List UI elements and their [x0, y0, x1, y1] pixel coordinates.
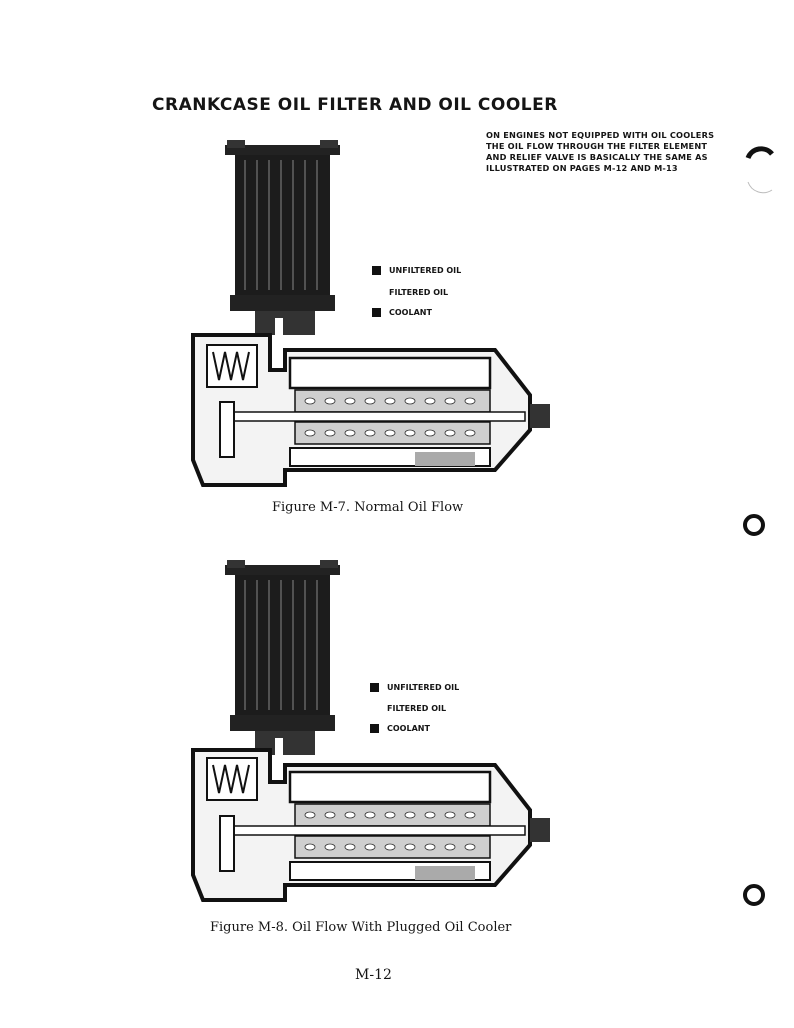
legend-swatch	[370, 723, 379, 733]
punch-hole-top	[745, 146, 774, 194]
legend-item-filtered-oil: FILTERED OIL	[370, 702, 446, 714]
legend-swatch	[372, 288, 381, 297]
legend-label: FILTERED OIL	[389, 287, 449, 297]
legend-item-filtered-oil: FILTERED OIL	[372, 286, 448, 298]
legend-label: UNFILTERED OIL	[389, 265, 462, 275]
legend-swatch	[370, 704, 379, 713]
punch-hole-bottom	[743, 884, 765, 906]
legend-item-coolant: COOLANT	[370, 722, 430, 734]
figure-m8-diagram	[191, 560, 550, 902]
page-number: M-12	[355, 967, 392, 983]
legend-swatch	[372, 307, 381, 317]
oil-filter-canister	[225, 140, 340, 338]
legend-label: COOLANT	[389, 307, 432, 317]
legend-item-coolant: COOLANT	[372, 306, 432, 318]
oil-cooler-housing	[191, 333, 550, 487]
figure-m7-caption: Figure M-7. Normal Oil Flow	[272, 500, 464, 515]
figure-m7-diagram	[191, 140, 550, 487]
legend-label: COOLANT	[387, 723, 430, 733]
oil-filter-canister	[225, 560, 340, 758]
figure-m8-caption: Figure M-8. Oil Flow With Plugged Oil Co…	[210, 920, 512, 935]
cooler-note: ON ENGINES NOT EQUIPPED WITH OIL COOLERS…	[486, 130, 715, 173]
punch-hole-middle	[743, 514, 765, 536]
legend-swatch	[370, 682, 379, 692]
legend-item-unfiltered-oil: UNFILTERED OIL	[372, 264, 461, 276]
oil-cooler-housing	[191, 748, 550, 902]
legend-label: FILTERED OIL	[387, 703, 447, 713]
page-title: CRANKCASE OIL FILTER AND OIL COOLER	[152, 95, 558, 115]
legend-label: UNFILTERED OIL	[387, 682, 460, 692]
legend-swatch	[372, 265, 381, 275]
legend-item-unfiltered-oil: UNFILTERED OIL	[370, 681, 459, 693]
